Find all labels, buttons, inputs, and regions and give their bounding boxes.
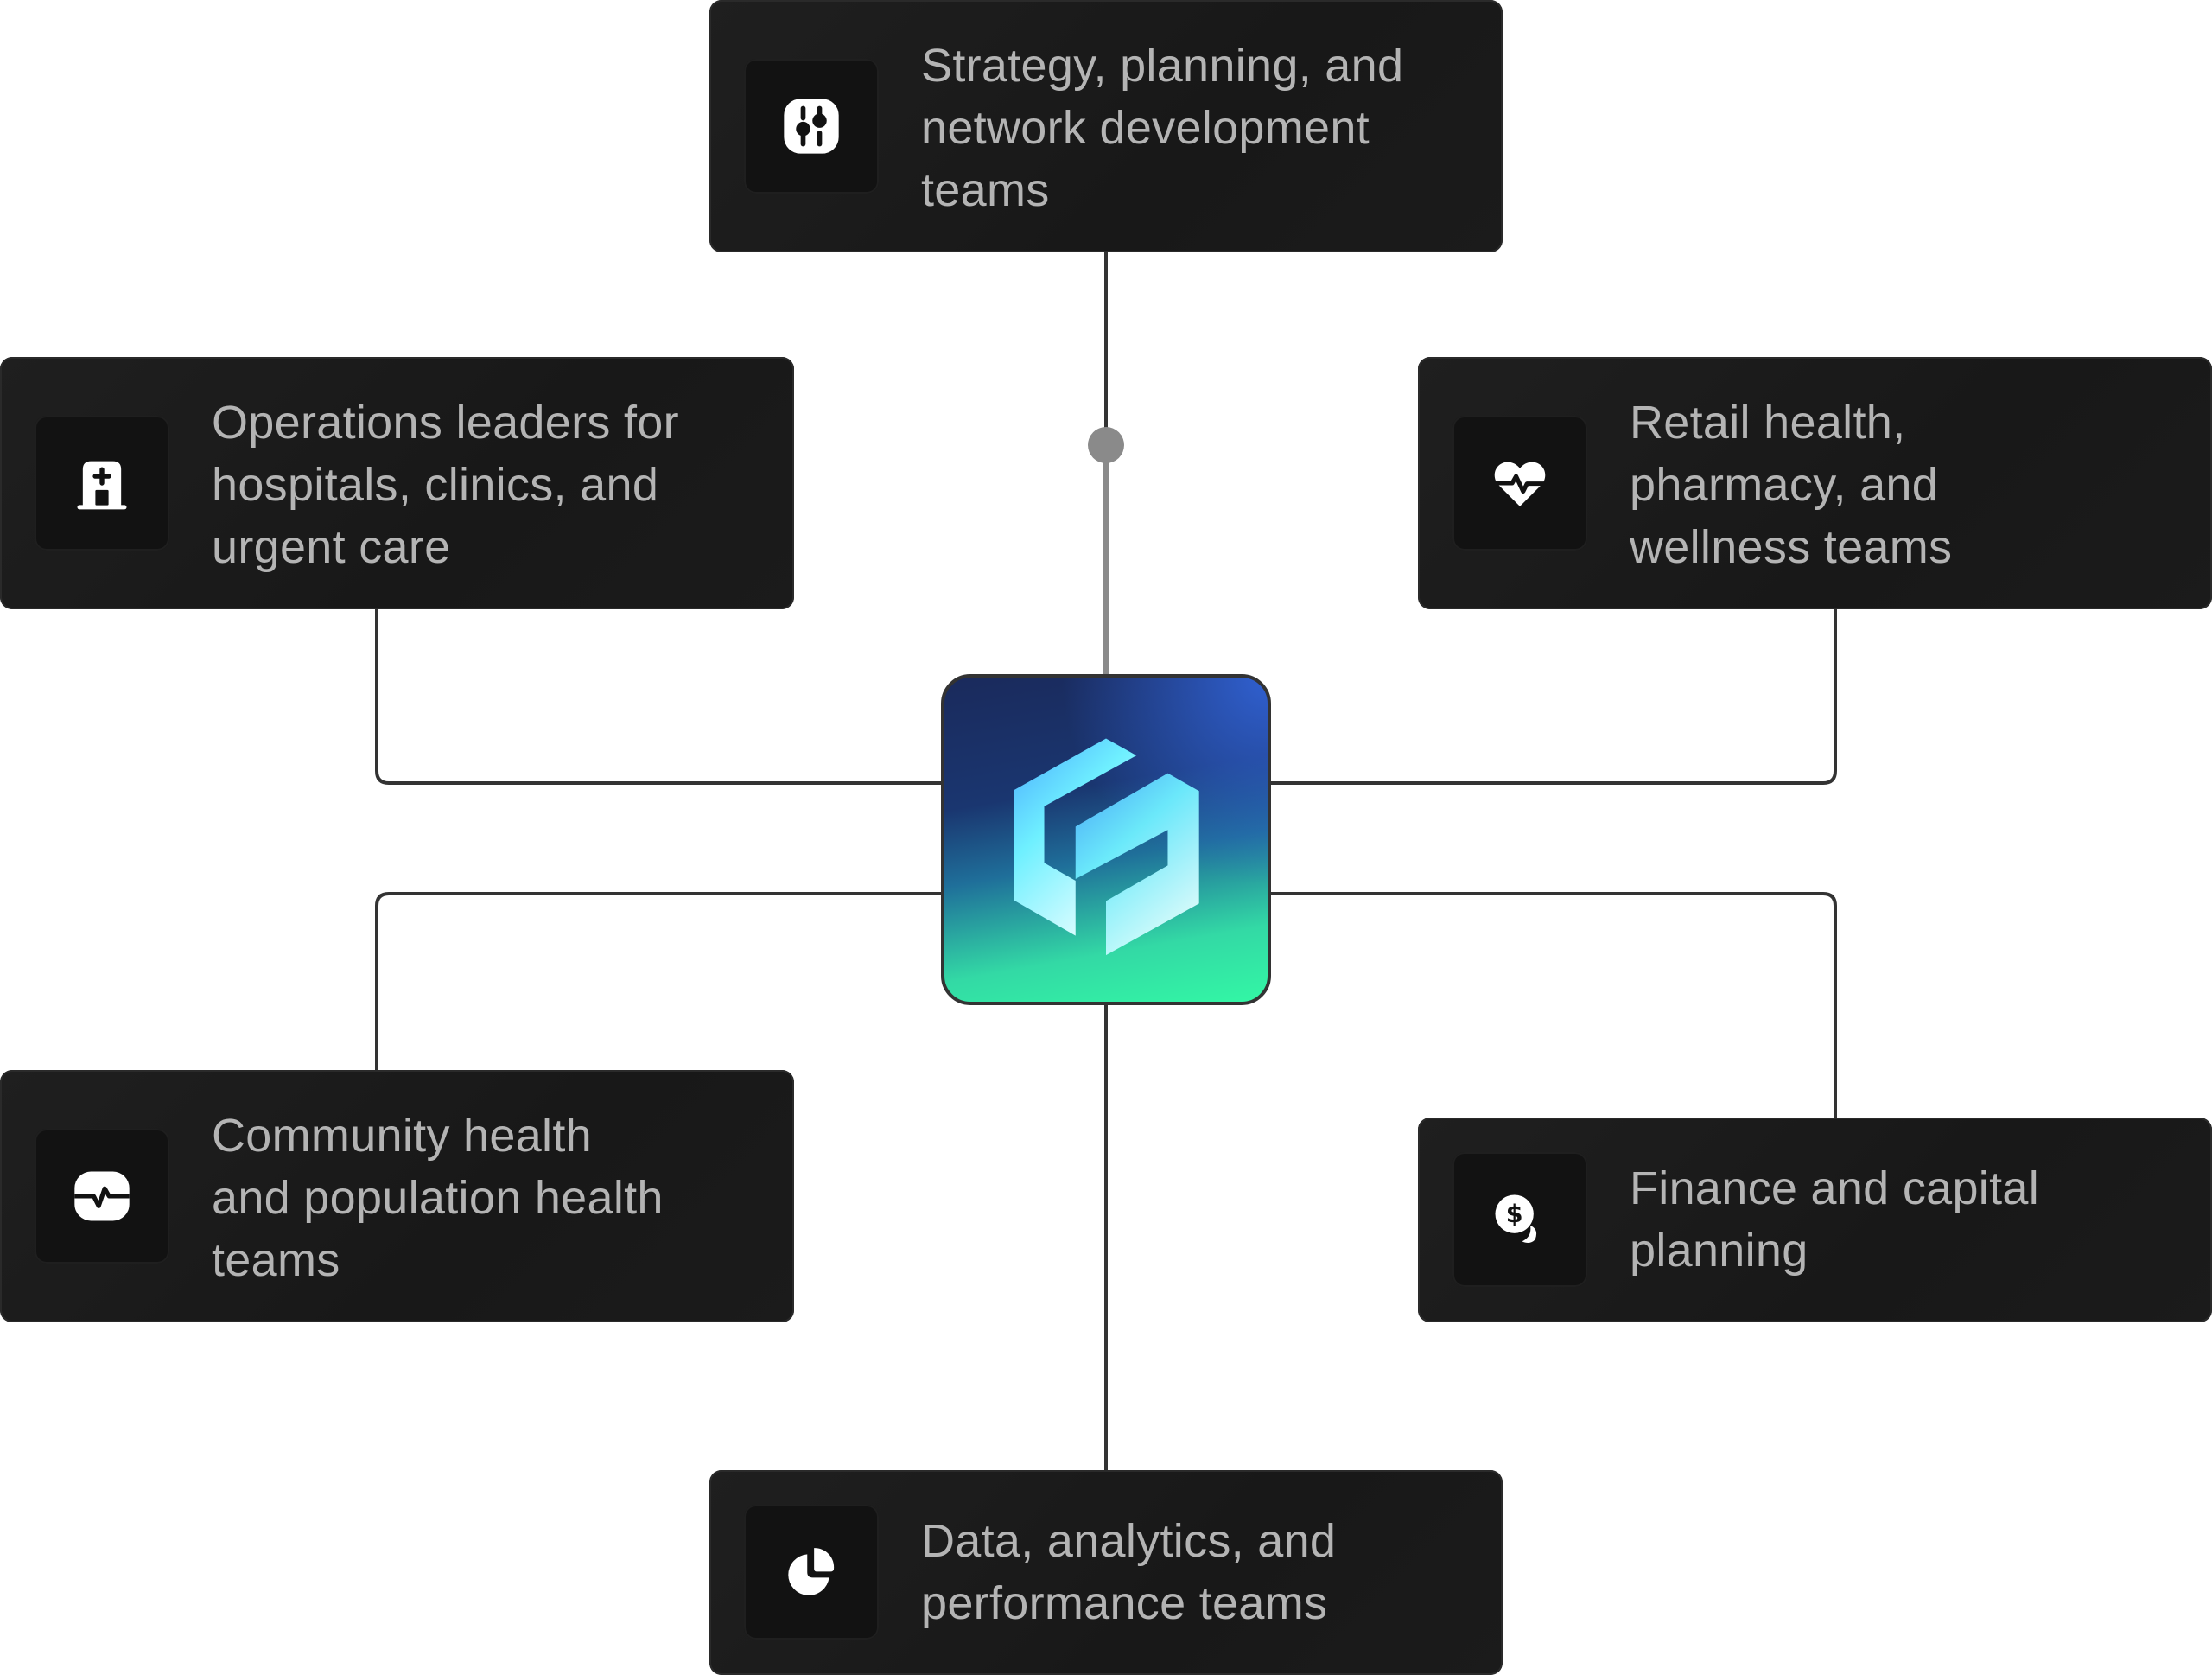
icon-box (1452, 416, 1587, 551)
svg-text:$: $ (1506, 1200, 1523, 1228)
card-label: Community health and population health t… (212, 1110, 664, 1286)
center-logo (941, 674, 1271, 1005)
connector-operations (375, 609, 941, 785)
pie-chart-icon (788, 1548, 835, 1595)
icon-box: $ (1452, 1152, 1587, 1287)
card-community[interactable]: Community health and population health t… (0, 1070, 794, 1322)
card-strategy[interactable]: Strategy, planning, and network developm… (709, 0, 1503, 252)
icon-box (744, 1505, 879, 1640)
hospital-icon (77, 461, 127, 510)
activity-icon (74, 1171, 130, 1221)
heart-pulse-icon (1494, 462, 1546, 506)
card-label: Data, analytics, and performance teams (921, 1515, 1337, 1629)
card-label: Strategy, planning, and network developm… (921, 40, 1404, 216)
connector-node (1088, 427, 1124, 463)
sliders-icon (784, 99, 839, 154)
connector-community (375, 892, 941, 1070)
card-label: Retail health, pharmacy, and wellness te… (1630, 397, 1953, 573)
card-finance[interactable]: $ Finance and capital planning (1418, 1118, 2212, 1322)
icon-box (744, 59, 879, 194)
coins-dollar-icon: $ (1495, 1194, 1537, 1243)
connector-finance (1271, 892, 1837, 1118)
card-label: Finance and capital planning (1630, 1162, 2040, 1277)
card-data[interactable]: Data, analytics, and performance teams (709, 1470, 1503, 1675)
card-retail[interactable]: Retail health, pharmacy, and wellness te… (1418, 357, 2212, 609)
connector-retail (1271, 609, 1837, 785)
icon-box (35, 1129, 169, 1264)
card-label: Operations leaders for hospitals, clinic… (212, 397, 679, 573)
card-operations[interactable]: Operations leaders for hospitals, clinic… (0, 357, 794, 609)
logo-mark-icon (1014, 738, 1199, 956)
icon-box (35, 416, 169, 551)
